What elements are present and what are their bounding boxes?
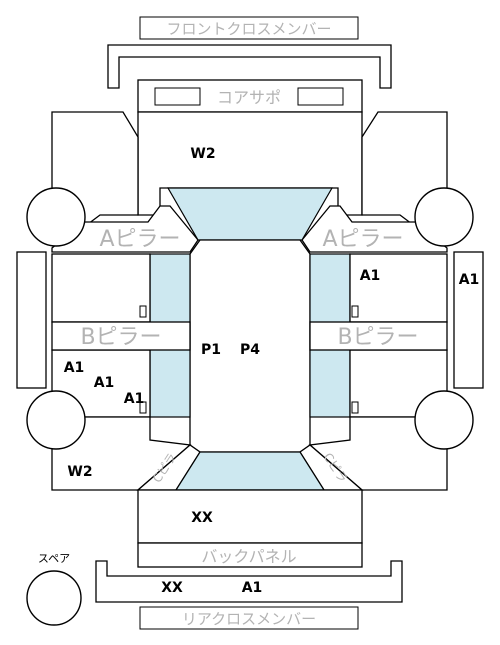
hood-code: W2 (190, 146, 215, 162)
trunk[interactable] (137, 489, 363, 544)
side-sill-right[interactable] (453, 251, 484, 389)
side-right-code: A1 (459, 272, 480, 288)
b-pillar-right-label: Bピラー (337, 325, 418, 350)
fender-right-code: A1 (360, 268, 381, 284)
rear-cross-member-label: リアクロスメンバー (182, 610, 316, 628)
rear-window[interactable] (174, 451, 326, 491)
roof-right-code: P4 (240, 342, 260, 358)
door-handle-rear-left[interactable] (139, 401, 147, 414)
front-cross-member-box[interactable] (139, 16, 359, 40)
rear-door-code-3: A1 (124, 391, 145, 407)
rear-bumper-member[interactable] (95, 560, 403, 603)
windshield[interactable] (166, 187, 334, 241)
rear-door-code-2: A1 (94, 375, 115, 391)
b-pillar-right[interactable] (309, 321, 448, 351)
wheel-front-right[interactable] (414, 187, 474, 247)
rear-cross-member-box[interactable] (139, 606, 359, 630)
door-handle-rear-right[interactable] (351, 401, 359, 414)
front-door-right[interactable] (349, 253, 448, 323)
roof-left-code: P1 (201, 342, 221, 358)
door-handle-front-right[interactable] (351, 305, 359, 318)
rear-member-code-2: A1 (242, 580, 263, 596)
side-sill-left[interactable] (16, 251, 47, 389)
b-pillar-left-label: Bピラー (80, 325, 161, 350)
back-panel-label: バックパネル (201, 547, 296, 566)
rear-member-code-1: XX (161, 580, 183, 596)
b-pillar-left[interactable] (51, 321, 191, 351)
spare-label: スペア (38, 552, 70, 565)
wheel-rear-right[interactable] (414, 390, 474, 450)
quarter-left-code: W2 (67, 464, 92, 480)
front-door-left[interactable] (51, 253, 151, 323)
wheel-front-left[interactable] (26, 187, 86, 247)
trunk-code: XX (191, 510, 213, 526)
headlight-left[interactable] (154, 87, 201, 106)
a-pillar-right-label: Aピラー (322, 227, 403, 252)
core-support-label: コアサポ (217, 88, 281, 107)
front-bumper-member[interactable] (107, 44, 392, 89)
headlight-right[interactable] (297, 87, 344, 106)
rear-door-code-1: A1 (64, 360, 85, 376)
wheel-rear-left[interactable] (26, 390, 86, 450)
front-cross-member-label: フロントクロスメンバー (166, 20, 331, 38)
back-panel[interactable] (137, 542, 363, 568)
spare-tire[interactable] (26, 570, 82, 626)
a-pillar-left-label: Aピラー (99, 227, 180, 252)
door-handle-front-left[interactable] (139, 305, 147, 318)
